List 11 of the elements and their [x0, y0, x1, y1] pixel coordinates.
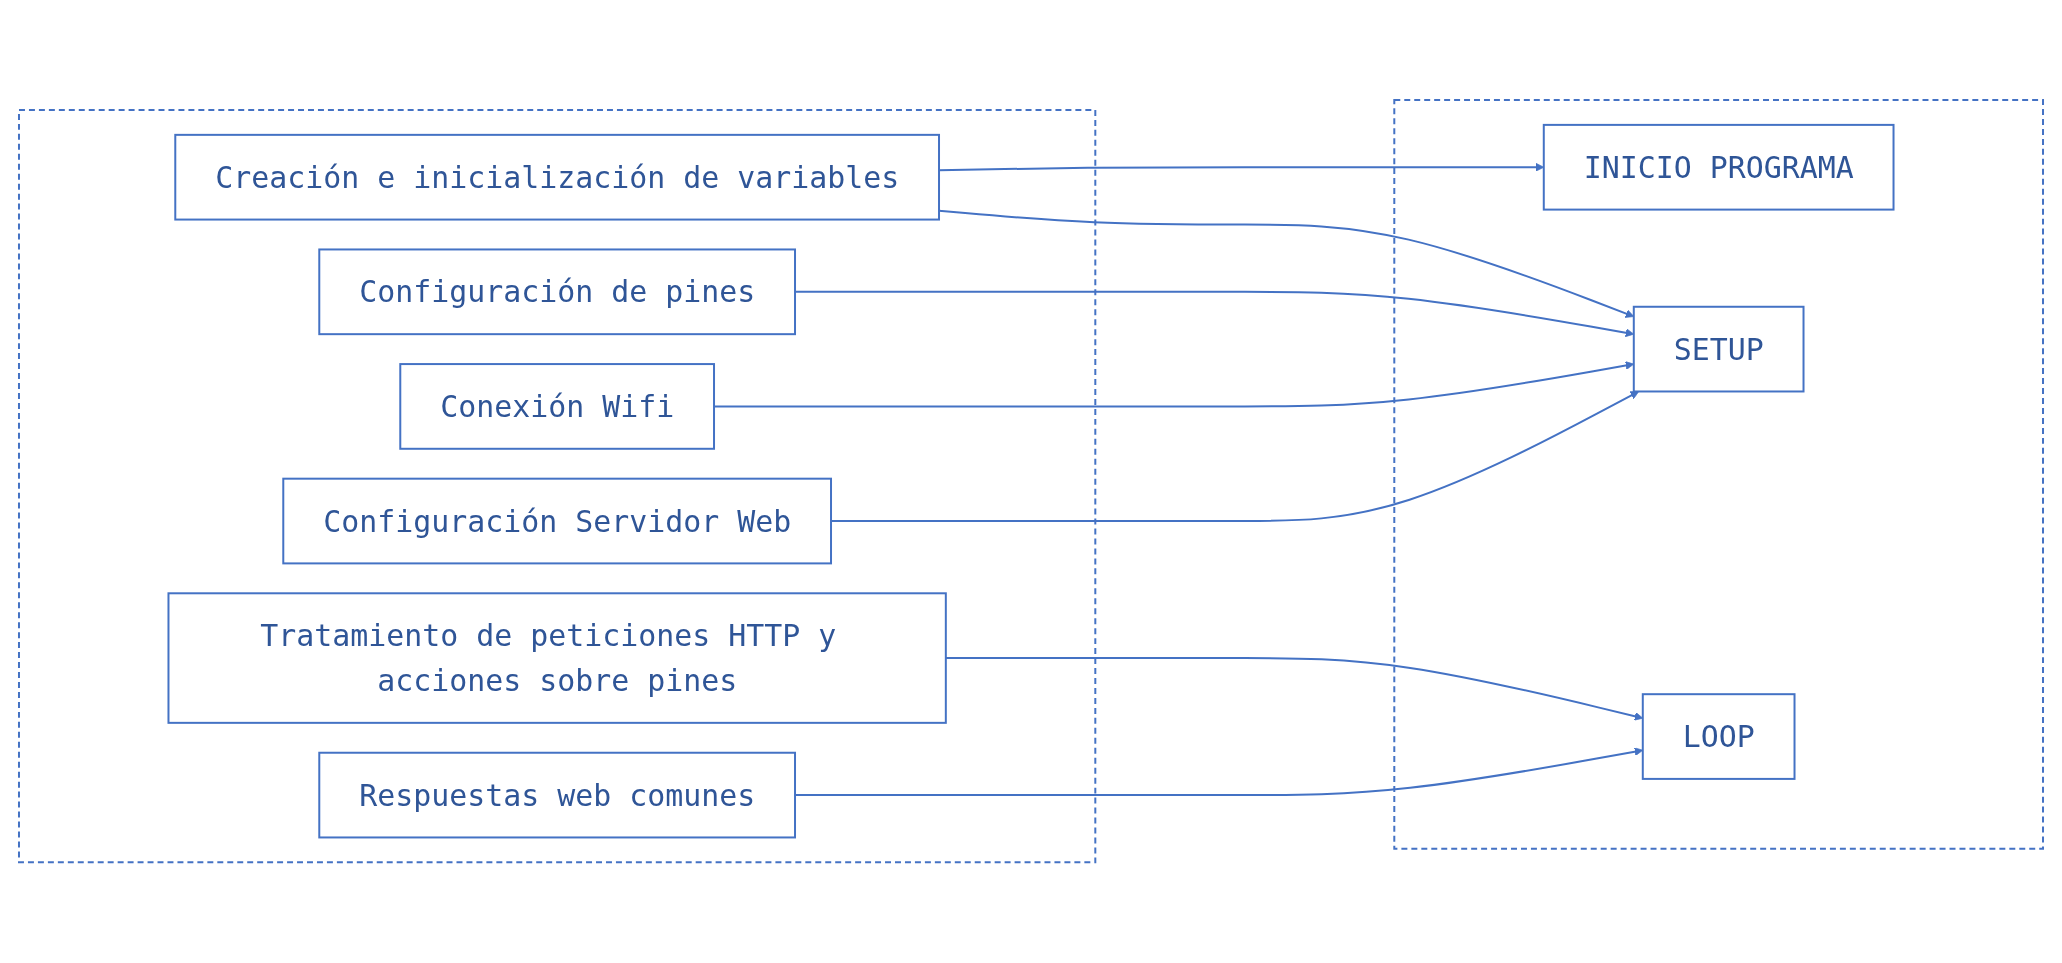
node-box: Respuestas web comunes [318, 752, 796, 839]
cluster [18, 109, 1097, 864]
node-box: Conexión Wifi [399, 363, 715, 451]
node-box: INICIO PROGRAMA [1542, 124, 1895, 211]
cluster [1393, 99, 2044, 850]
node-box: SETUP [1632, 306, 1805, 393]
node-box: Creación e inicialización de variables [174, 134, 940, 221]
node-box: LOOP [1641, 693, 1796, 781]
node-box: Tratamiento de peticiones HTTP y acciones sobre pines [167, 592, 947, 725]
node-box: Configuración de pines [318, 248, 796, 336]
node-box: Configuración Servidor Web [282, 478, 832, 565]
